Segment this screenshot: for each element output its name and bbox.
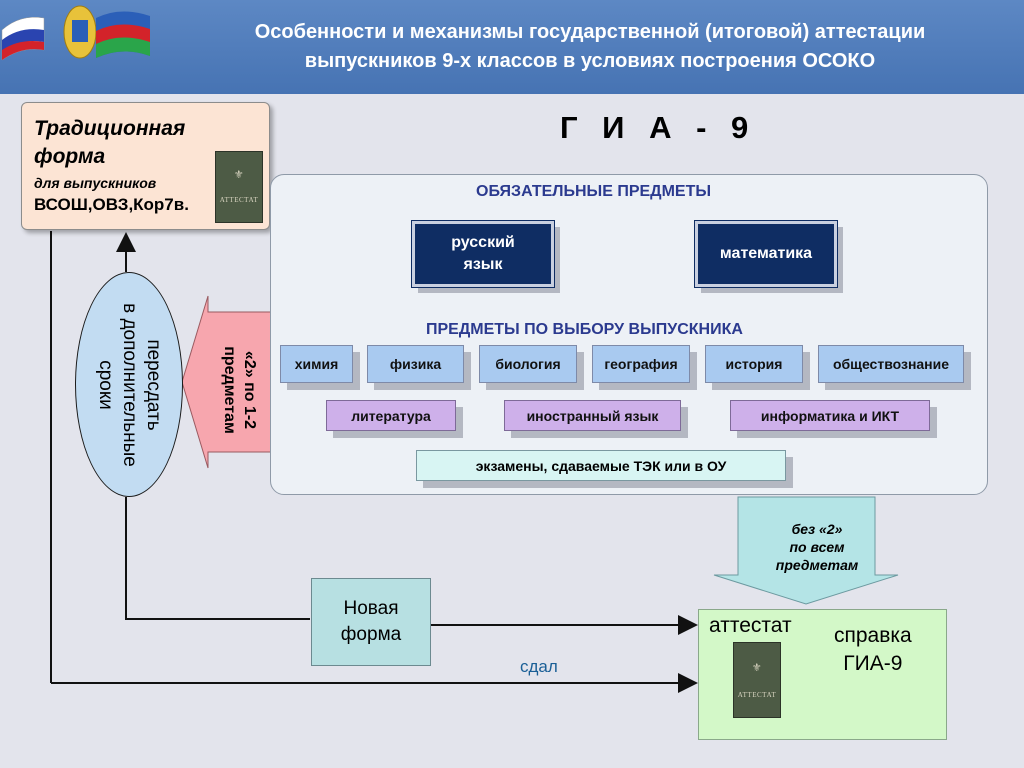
subject-history: история (705, 345, 803, 383)
attestat-document-icon: ⚜ АТТЕСТАТ (733, 642, 781, 718)
subject-foreign-language: иностранный язык (504, 400, 681, 431)
header-bar: Особенности и механизмы государственной … (0, 0, 1024, 94)
retake-to-new-form-line (125, 497, 310, 620)
tek-exams-note: экзамены, сдаваемые ТЭК или в ОУ (416, 450, 786, 481)
gia-title: Г И А - 9 (560, 110, 757, 145)
subject-chemistry: химия (280, 345, 353, 383)
subject-russian: русский язык (411, 220, 555, 288)
elective-title: ПРЕДМЕТЫ ПО ВЫБОРУ ВЫПУСКНИКА (426, 321, 743, 338)
attestat-document-icon: ⚜ АТТЕСТАТ (215, 151, 263, 223)
traditional-audience: для выпускников (34, 175, 157, 191)
passed-label: сдал (520, 657, 558, 676)
attestat-label: аттестат (709, 614, 792, 637)
retake-oval: пересдать в дополнительные сроки (75, 272, 183, 497)
traditional-categories: ВСОШ,ОВЗ,Кор7в. (34, 195, 189, 214)
flags-emblem-icon (1, 5, 150, 61)
subject-geography: география (592, 345, 690, 383)
page-title: Особенности и механизмы государственной … (254, 21, 926, 72)
subject-math: математика (694, 220, 838, 288)
traditional-subtitle: форма (34, 145, 106, 168)
subject-social-studies: обществознание (818, 345, 964, 383)
new-form-box: Новая форма (311, 578, 431, 666)
subject-biology: биология (479, 345, 577, 383)
traditional-title: Традиционная (34, 117, 186, 140)
subject-informatics: информатика и ИКТ (730, 400, 930, 431)
pass-arrow-label: без «2» по всем предметам (775, 521, 859, 573)
fail-arrow-label: «2» по 1-2 предметам (221, 346, 258, 434)
fail-arrow-shape (181, 295, 273, 469)
pass-down-arrow-shape (713, 496, 899, 605)
traditional-form-box: Традиционная форма для выпускников ВСОШ,… (21, 102, 270, 230)
gia-certificate-label: справка ГИА-9 (834, 624, 912, 675)
result-box: аттестат справка ГИА-9 ⚜ АТТЕСТАТ (698, 609, 947, 740)
mandatory-title: ОБЯЗАТЕЛЬНЫЕ ПРЕДМЕТЫ (476, 183, 712, 200)
subjects-panel: ОБЯЗАТЕЛЬНЫЕ ПРЕДМЕТЫ ПРЕДМЕТЫ ПО ВЫБОРУ… (270, 174, 988, 495)
subject-literature: литература (326, 400, 456, 431)
subject-physics: физика (367, 345, 464, 383)
